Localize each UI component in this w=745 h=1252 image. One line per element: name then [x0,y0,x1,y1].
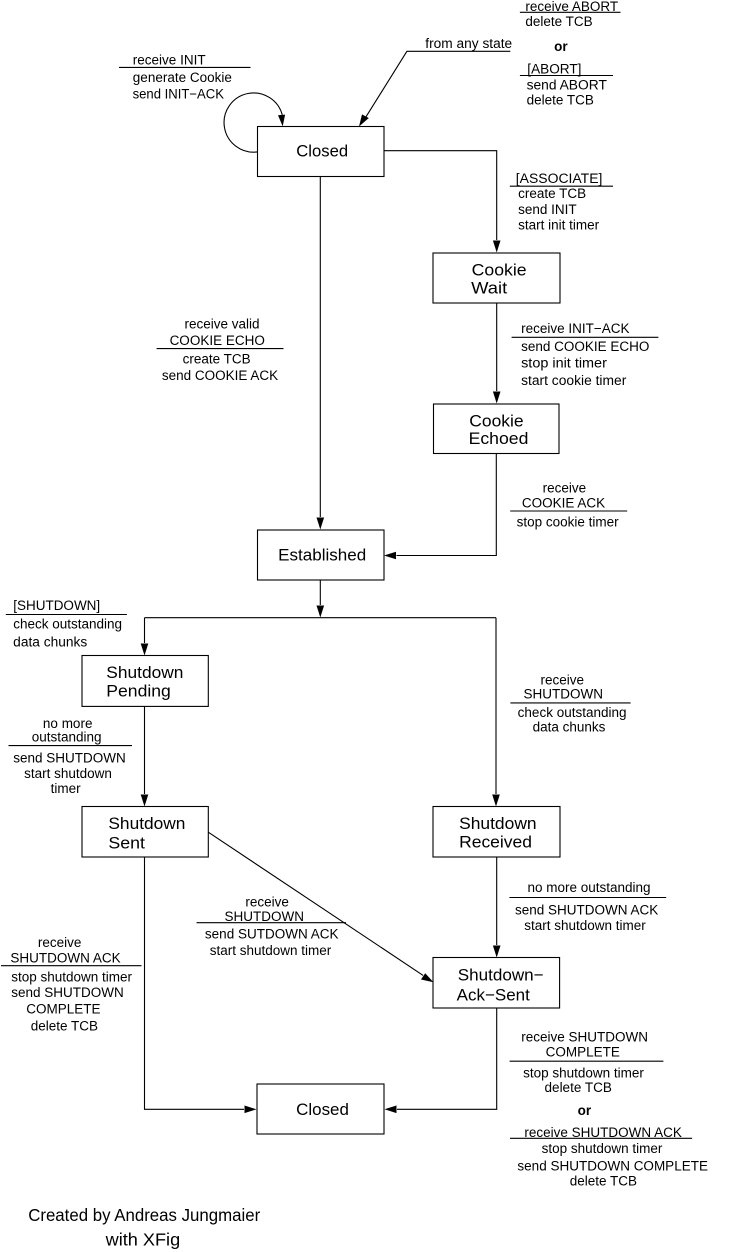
svg-text:receive INIT: receive INIT [133,52,206,67]
svg-text:delete TCB: delete TCB [570,1174,637,1189]
svg-text:generate Cookie: generate Cookie [133,70,232,85]
svg-text:receive SHUTDOWN ACK: receive SHUTDOWN ACK [524,1125,682,1140]
svg-text:receive SHUTDOWN: receive SHUTDOWN [521,1029,648,1044]
svg-text:Shutdown−: Shutdown− [458,966,544,985]
svg-text:outstanding: outstanding [32,730,102,745]
svg-text:COMPLETE: COMPLETE [546,1044,620,1059]
svg-text:Created by Andreas Jungmaier: Created by Andreas Jungmaier [28,1205,260,1225]
svg-text:stop shutdown timer: stop shutdown timer [523,1066,644,1081]
svg-text:SHUTDOWN ACK: SHUTDOWN ACK [10,951,120,966]
svg-text:Received: Received [459,833,532,852]
svg-text:delete TCB: delete TCB [545,1080,612,1095]
svg-text:Echoed: Echoed [469,429,529,448]
svg-text:[ASSOCIATE]: [ASSOCIATE] [516,171,603,186]
svg-text:receive: receive [543,481,587,496]
svg-text:COOKIE ACK: COOKIE ACK [522,495,605,510]
svg-text:Cookie: Cookie [469,412,523,431]
svg-text:receive valid: receive valid [184,317,259,332]
svg-text:Shutdown: Shutdown [106,663,183,682]
svg-text:Shutdown: Shutdown [108,814,185,833]
svg-text:SHUTDOWN: SHUTDOWN [225,909,305,924]
svg-text:send SHUTDOWN ACK: send SHUTDOWN ACK [515,902,658,917]
svg-text:check outstanding: check outstanding [518,705,627,720]
svg-text:delete TCB: delete TCB [31,1019,98,1034]
svg-text:no more outstanding: no more outstanding [527,880,650,895]
svg-text:[SHUTDOWN]: [SHUTDOWN] [13,598,100,613]
svg-text:Pending: Pending [106,682,171,701]
svg-text:Sent: Sent [108,833,145,852]
svg-text:send SHUTDOWN COMPLETE: send SHUTDOWN COMPLETE [517,1158,708,1173]
svg-text:send SHUTDOWN: send SHUTDOWN [13,750,126,765]
svg-text:with XFig: with XFig [105,1230,181,1250]
svg-text:send COOKIE ACK: send COOKIE ACK [162,368,278,383]
svg-text:create TCB: create TCB [518,186,586,201]
svg-text:send SUTDOWN ACK: send SUTDOWN ACK [205,927,339,942]
svg-text:delete TCB: delete TCB [527,92,594,107]
svg-text:Closed: Closed [296,141,348,160]
svg-text:receive ABORT: receive ABORT [525,0,618,14]
svg-text:data chunks: data chunks [13,634,87,649]
svg-text:start init timer: start init timer [518,217,600,232]
svg-text:delete TCB: delete TCB [525,14,592,29]
svg-text:receive: receive [541,672,585,687]
svg-text:send ABORT: send ABORT [527,77,607,92]
svg-text:start cookie timer: start cookie timer [521,373,627,388]
svg-text:data chunks: data chunks [533,720,606,735]
svg-text:receive: receive [245,894,289,909]
svg-text:[ABORT]: [ABORT] [527,61,581,76]
svg-text:check outstanding: check outstanding [13,616,122,631]
svg-text:Closed: Closed [296,1100,349,1119]
svg-text:receive: receive [38,935,82,950]
svg-text:stop shutdown timer: stop shutdown timer [542,1141,663,1156]
svg-text:Cookie: Cookie [472,260,527,279]
svg-text:start shutdown timer: start shutdown timer [524,918,646,933]
svg-text:COOKIE ECHO: COOKIE ECHO [170,333,265,348]
svg-text:send INIT−ACK: send INIT−ACK [133,87,224,102]
svg-text:or: or [554,39,568,54]
svg-text:stop cookie timer: stop cookie timer [517,515,620,530]
svg-text:or: or [578,1103,592,1118]
svg-text:create TCB: create TCB [183,351,251,366]
svg-text:Ack−Sent: Ack−Sent [457,986,530,1005]
svg-text:start shutdown timer: start shutdown timer [210,943,332,958]
svg-text:Wait: Wait [471,279,507,298]
svg-text:COMPLETE: COMPLETE [26,1002,100,1017]
svg-text:Established: Established [278,546,366,565]
svg-text:stop shutdown timer: stop shutdown timer [11,970,132,985]
svg-text:send COOKIE ECHO: send COOKIE ECHO [521,339,649,354]
svg-text:stop init timer: stop init timer [521,356,607,371]
svg-text:send INIT: send INIT [518,202,577,217]
svg-text:from any state: from any state [425,36,512,51]
svg-text:SHUTDOWN: SHUTDOWN [524,686,604,701]
svg-text:no more: no more [43,716,93,731]
svg-text:start shutdown: start shutdown [24,766,112,781]
svg-text:send SHUTDOWN: send SHUTDOWN [11,985,124,1000]
svg-text:receive INIT−ACK: receive INIT−ACK [521,321,629,336]
svg-text:timer: timer [51,781,82,796]
svg-text:Shutdown: Shutdown [459,814,537,833]
